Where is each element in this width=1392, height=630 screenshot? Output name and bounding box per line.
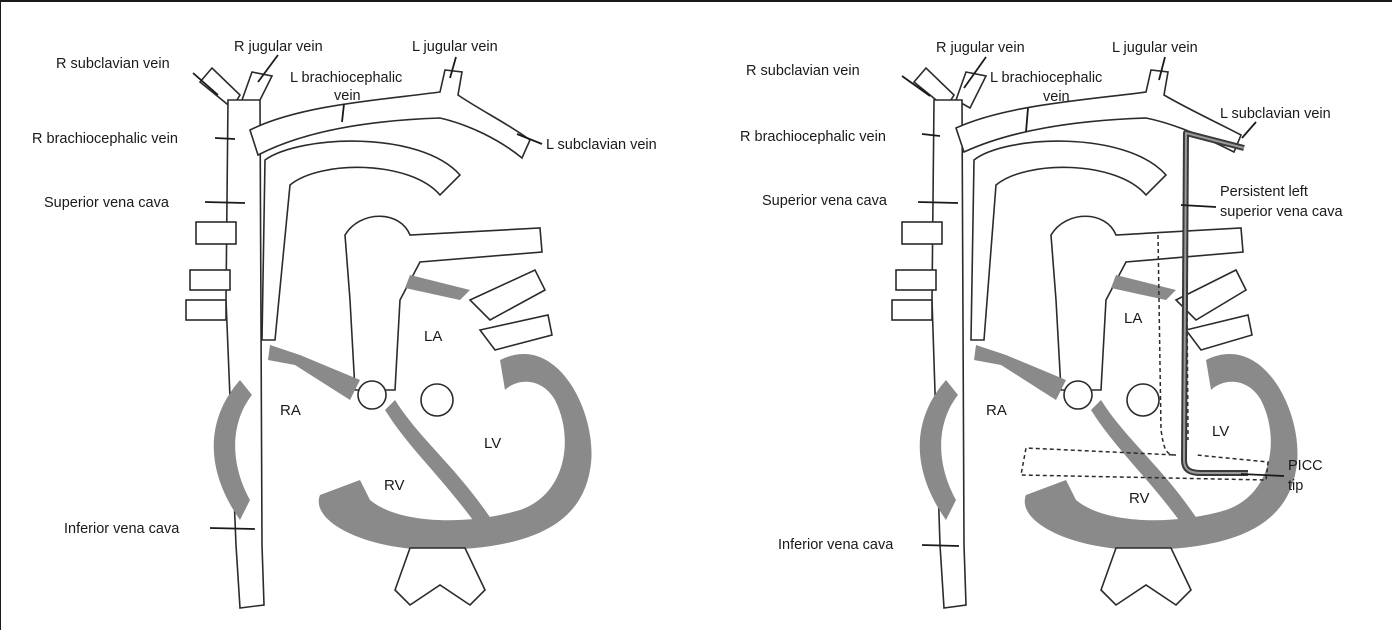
pulmonary-vein-branch bbox=[892, 300, 932, 320]
label-lv: LV bbox=[484, 435, 501, 452]
normal-anatomy-panel: R subclavian vein R jugular vein L jugul… bbox=[0, 0, 696, 630]
tricuspid-valve bbox=[1064, 381, 1092, 409]
label-l-brachiocephalic-vein: vein bbox=[334, 88, 361, 104]
pointer-r-brachiocephalic bbox=[215, 138, 235, 139]
pulmonary-vein-branch bbox=[196, 222, 236, 244]
descending-aorta bbox=[395, 548, 485, 605]
plsvc-heart-diagram: R subclavian vein R jugular vein L jugul… bbox=[696, 0, 1392, 630]
septum-wall bbox=[974, 345, 1066, 400]
vena-cava-trunk bbox=[932, 100, 966, 608]
label-la: LA bbox=[424, 328, 442, 345]
pulmonary-vein-branch bbox=[902, 222, 942, 244]
label-rv: RV bbox=[1129, 490, 1150, 507]
label-superior-vena-cava: Superior vena cava bbox=[762, 193, 888, 209]
label-l-brachiocephalic-vein: vein bbox=[1043, 89, 1070, 105]
heart-drawing bbox=[892, 68, 1298, 608]
label-r-subclavian-vein: R subclavian vein bbox=[746, 63, 860, 79]
label-rv: RV bbox=[384, 477, 405, 494]
label-r-jugular-vein: R jugular vein bbox=[936, 40, 1025, 56]
vena-cava-trunk bbox=[226, 100, 264, 608]
label-inferior-vena-cava: Inferior vena cava bbox=[778, 537, 894, 553]
left-pulmonary-vein bbox=[470, 270, 545, 320]
label-l-subclavian-vein: L subclavian vein bbox=[1220, 106, 1331, 122]
label-superior-vena-cava-2: superior vena cava bbox=[1220, 204, 1343, 220]
label-r-subclavian-vein: R subclavian vein bbox=[56, 56, 170, 72]
descending-aorta bbox=[1101, 548, 1191, 605]
pointer-ivc bbox=[210, 528, 255, 529]
label-ra: RA bbox=[986, 402, 1007, 419]
atrial-wall bbox=[1111, 275, 1176, 300]
pulmonary-vein-branch bbox=[190, 270, 230, 290]
normal-heart-diagram: R subclavian vein R jugular vein L jugul… bbox=[0, 0, 696, 630]
label-l-brachiocephalic: L brachiocephalic bbox=[990, 70, 1102, 86]
label-superior-vena-cava: Superior vena cava bbox=[44, 195, 170, 211]
pulmonary-vein-branch bbox=[186, 300, 226, 320]
label-r-brachiocephalic-vein: R brachiocephalic vein bbox=[32, 131, 178, 147]
label-inferior-vena-cava: Inferior vena cava bbox=[64, 521, 180, 537]
pointer-svc bbox=[918, 202, 958, 203]
label-persistent-left: Persistent left bbox=[1220, 184, 1308, 200]
label-lv: LV bbox=[1212, 423, 1229, 440]
heart-drawing bbox=[186, 68, 592, 608]
label-l-jugular-vein: L jugular vein bbox=[412, 39, 498, 55]
label-tip: tip bbox=[1288, 478, 1303, 494]
atrial-wall bbox=[405, 275, 470, 300]
tricuspid-valve bbox=[358, 381, 386, 409]
mitral-valve bbox=[1127, 384, 1159, 416]
label-l-brachiocephalic: L brachiocephalic bbox=[290, 70, 402, 86]
label-la: LA bbox=[1124, 310, 1142, 327]
label-l-subclavian-vein: L subclavian vein bbox=[546, 137, 657, 153]
pulmonary-vein-branch bbox=[896, 270, 936, 290]
plsvc-anatomy-panel: R subclavian vein R jugular vein L jugul… bbox=[696, 0, 1392, 630]
pointer-svc bbox=[205, 202, 245, 203]
label-picc: PICC bbox=[1288, 458, 1323, 474]
pointer-l-subclavian bbox=[1242, 122, 1256, 138]
label-ra: RA bbox=[280, 402, 301, 419]
label-l-jugular-vein: L jugular vein bbox=[1112, 40, 1198, 56]
mitral-valve bbox=[421, 384, 453, 416]
interventricular-septum bbox=[385, 400, 495, 530]
pointer-ivc bbox=[922, 545, 959, 546]
label-r-brachiocephalic-vein: R brachiocephalic vein bbox=[740, 129, 886, 145]
septum-wall bbox=[268, 345, 360, 400]
label-r-jugular-vein: R jugular vein bbox=[234, 39, 323, 55]
